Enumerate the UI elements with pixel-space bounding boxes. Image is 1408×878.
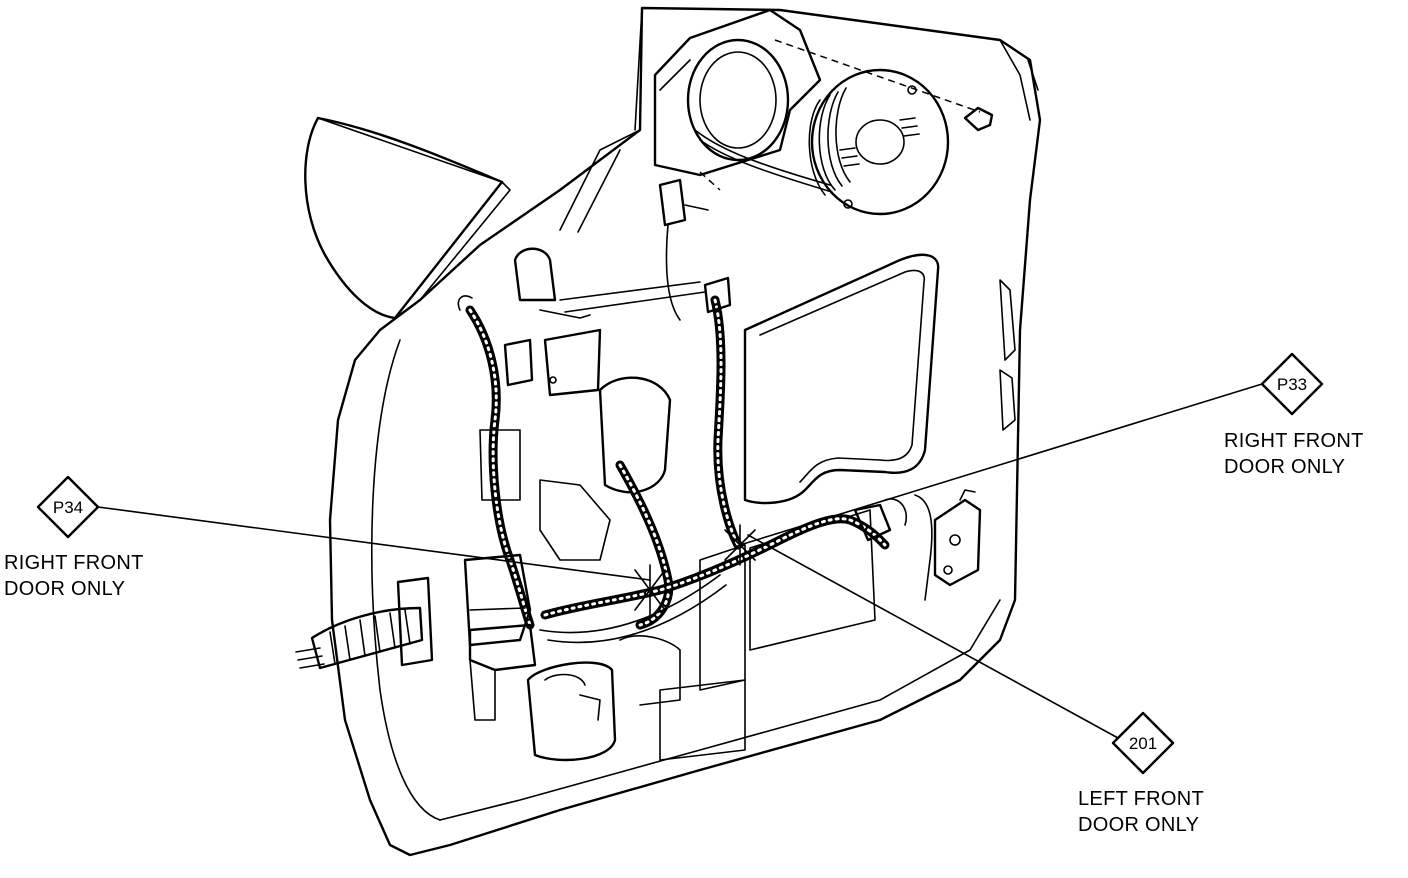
inner-panel-cutouts [539, 376, 933, 761]
callout-201-line2: DOOR ONLY [1078, 814, 1200, 836]
callout-201-line1: LEFT FRONT [1078, 788, 1204, 810]
inner-panel-opening [743, 253, 940, 505]
callout-label-201: LEFT FRONT DOOR ONLY [1078, 786, 1204, 838]
leader-201 [747, 534, 1119, 739]
callout-label-p34: RIGHT FRONT DOOR ONLY [4, 550, 144, 602]
harness-connector-right [853, 503, 892, 542]
leader-p33 [739, 383, 1263, 546]
harness-connector-top [703, 276, 732, 314]
callout-diamond-p33: P33 [1260, 352, 1324, 416]
speaker-assembly [653, 8, 994, 321]
callout-p33-line1: RIGHT FRONT [1224, 430, 1364, 452]
speaker-screw [963, 106, 994, 132]
callout-p34-line1: RIGHT FRONT [4, 552, 144, 574]
door-panel [328, 6, 1042, 857]
wiring-conduit-boot [295, 576, 434, 670]
jamb-connector [463, 553, 537, 721]
callout-id-p34: P34 [53, 498, 83, 517]
callout-id-201: 201 [1129, 734, 1157, 753]
door-handle-assembly [513, 247, 706, 397]
wiring-harness [457, 276, 907, 644]
regulator-motor [526, 635, 681, 762]
outside-mirror [304, 116, 511, 320]
leader-p34 [97, 506, 651, 581]
callout-label-p33: RIGHT FRONT DOOR ONLY [1224, 428, 1364, 480]
callout-p33-line2: DOOR ONLY [1224, 456, 1346, 478]
harness-connector-left [503, 338, 534, 387]
door-speaker [810, 68, 950, 216]
callout-p34-line2: DOOR ONLY [4, 578, 126, 600]
callout-diamond-201: 201 [1111, 711, 1175, 775]
callout-id-p33: P33 [1277, 375, 1307, 394]
callout-diamond-p34: P34 [36, 475, 100, 539]
lock-actuator [933, 489, 982, 587]
leader-lines [97, 383, 1263, 739]
speaker-connector [658, 178, 687, 227]
